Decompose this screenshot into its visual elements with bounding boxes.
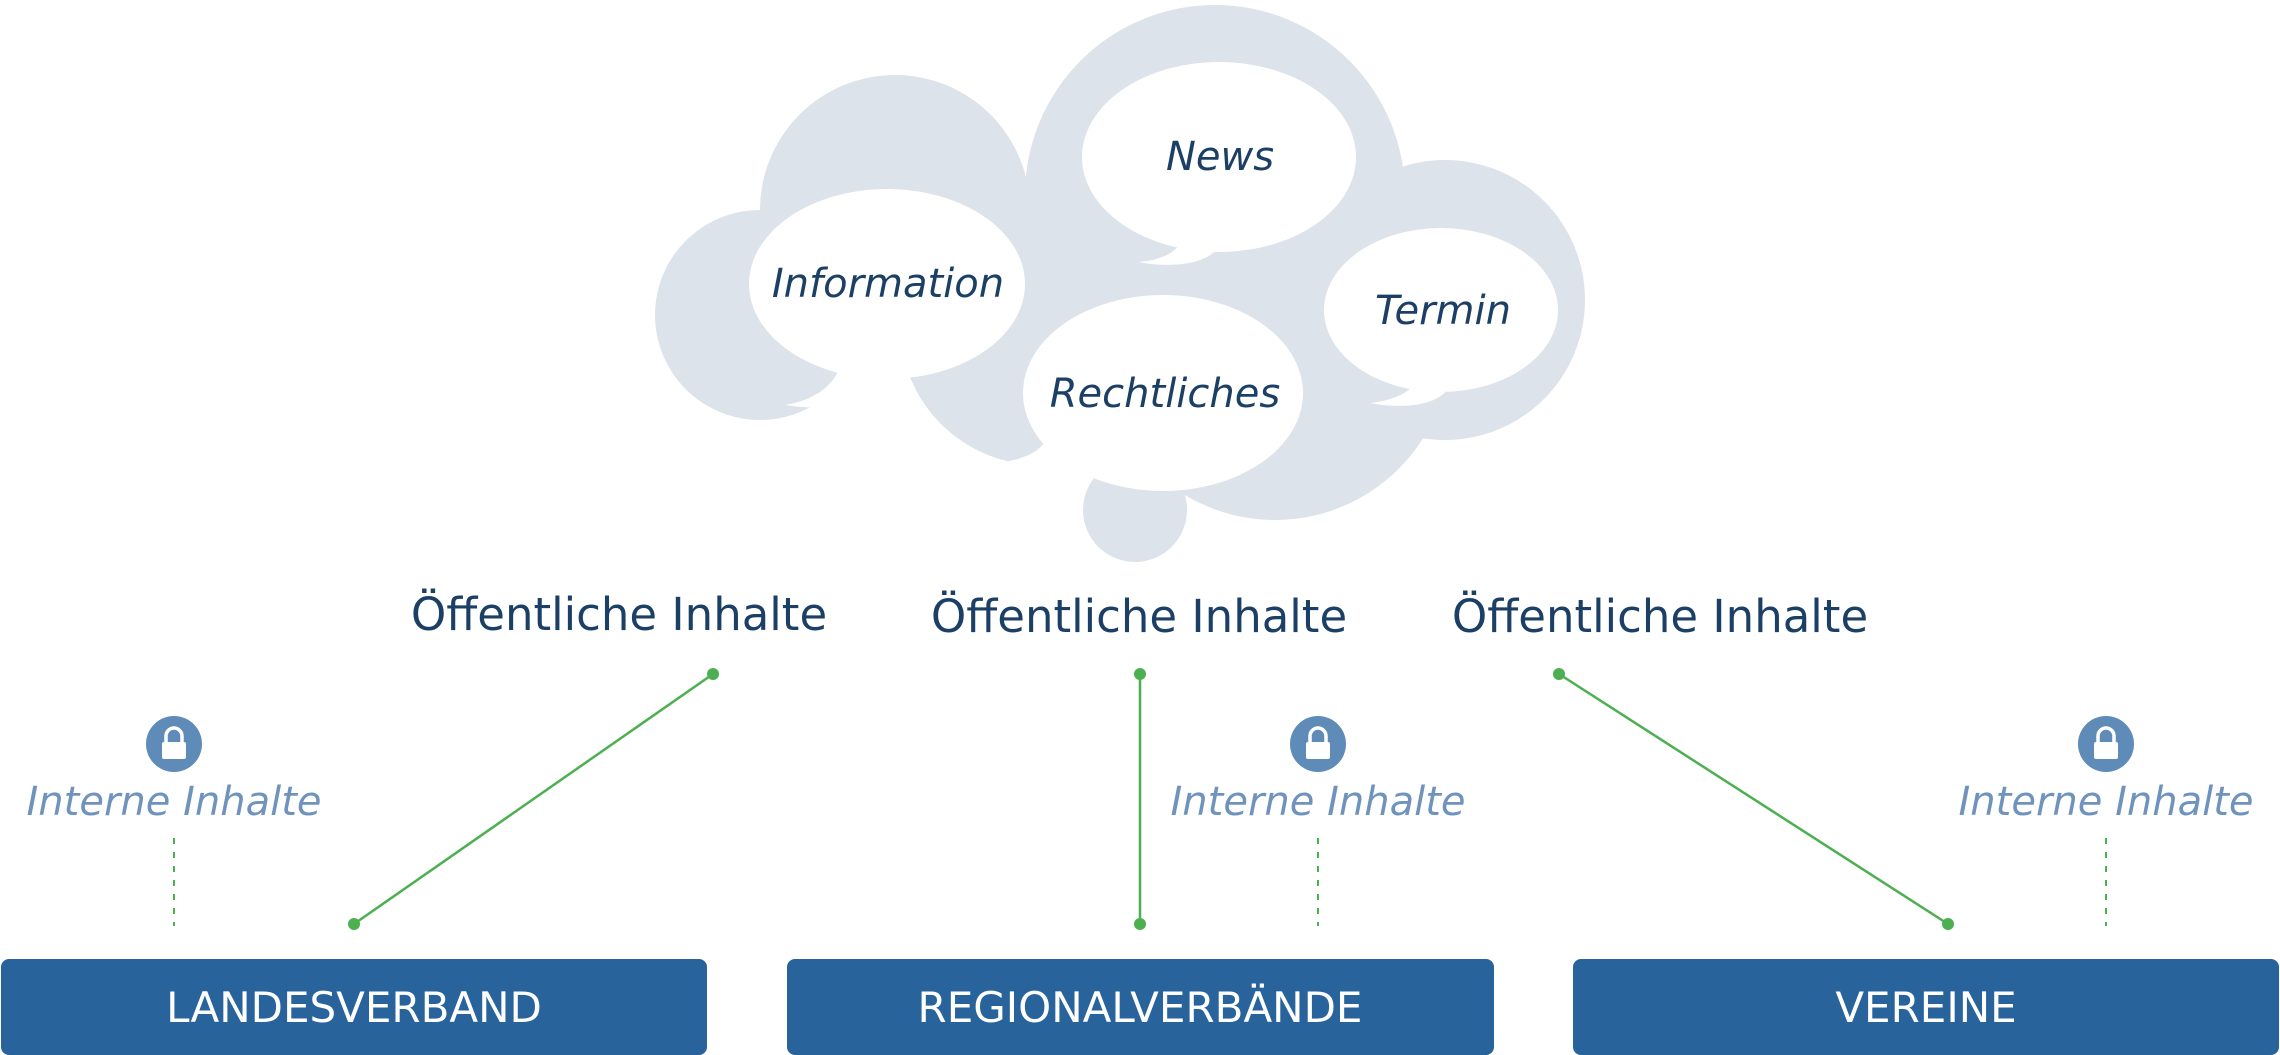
connector-regionalverbaende xyxy=(1134,668,1146,930)
box-vereine: VEREINE xyxy=(1573,959,2279,1055)
bubble-rechtliches: Rechtliches xyxy=(965,295,1303,491)
bubble-information-label: Information xyxy=(772,261,1004,307)
connector-landesverband xyxy=(348,668,719,930)
lock-icon xyxy=(1290,716,1346,772)
lock-icon xyxy=(146,716,202,772)
bubble-news: News xyxy=(1082,62,1356,265)
connector-vereine xyxy=(1553,668,1954,930)
box-vereine-label: VEREINE xyxy=(1835,983,2016,1032)
bubble-rechtliches-label: Rechtliches xyxy=(1050,371,1280,417)
public-label-vereine: Öffentliche Inhalte xyxy=(1452,590,1868,643)
internal-label: Interne Inhalte xyxy=(1171,779,1466,825)
box-regionalverbaende-label: REGIONALVERBÄNDE xyxy=(918,982,1363,1032)
box-regionalverbaende: REGIONALVERBÄNDE xyxy=(787,959,1494,1055)
box-landesverband: LANDESVERBAND xyxy=(1,959,707,1055)
internal-label: Interne Inhalte xyxy=(1959,779,2254,825)
box-landesverband-label: LANDESVERBAND xyxy=(166,983,542,1032)
lock-icon xyxy=(2078,716,2134,772)
internal-group-vereine: Interne Inhalte xyxy=(1959,716,2254,926)
bubble-information: Information xyxy=(749,189,1025,408)
internal-label: Interne Inhalte xyxy=(27,779,322,825)
public-label-landesverband: Öffentliche Inhalte xyxy=(411,588,827,641)
internal-group-landesverband: Interne Inhalte xyxy=(27,716,322,926)
bubble-news-label: News xyxy=(1166,134,1274,180)
public-label-regionalverbaende: Öffentliche Inhalte xyxy=(931,590,1347,643)
bubble-termin: Termin xyxy=(1324,228,1558,406)
internal-group-regionalverbaende: Interne Inhalte xyxy=(1171,716,1466,926)
bubble-termin-label: Termin xyxy=(1375,288,1511,334)
